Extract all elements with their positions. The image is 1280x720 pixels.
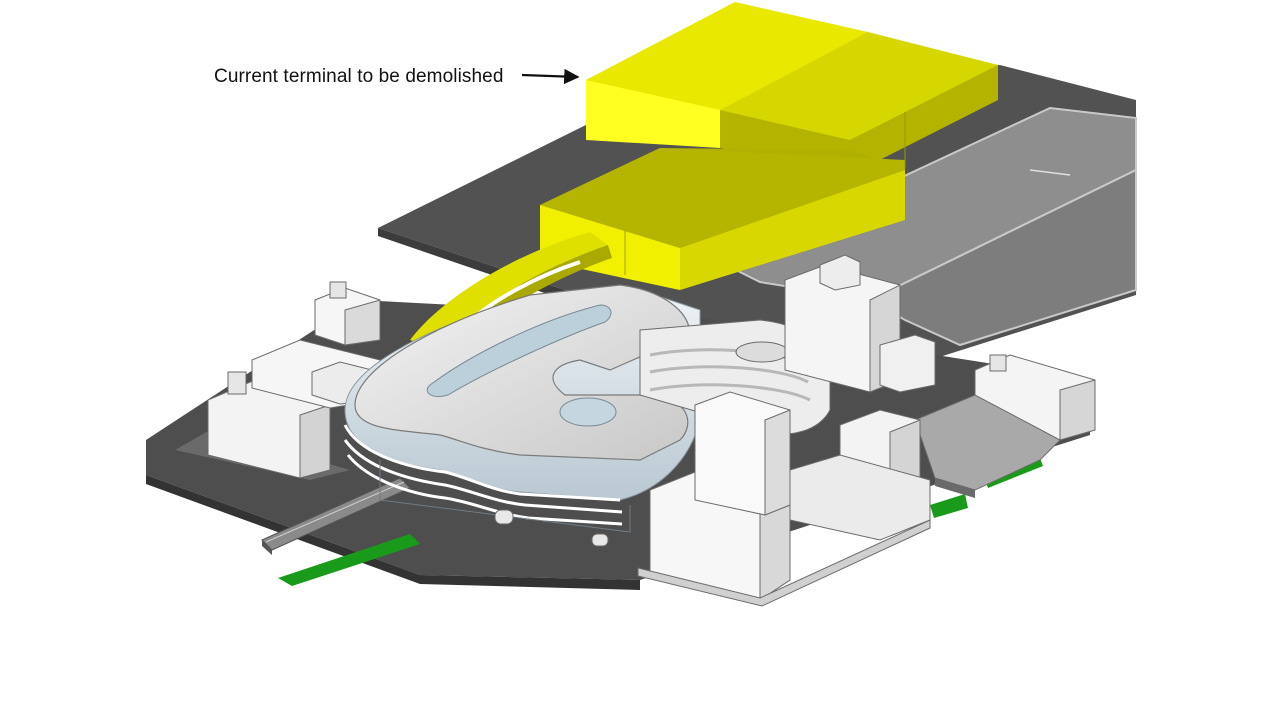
- left-buildings: [207, 281, 381, 479]
- new-terminal-building: [343, 284, 701, 547]
- existing-terminal-block: [540, 2, 998, 290]
- annotation-arrow: [521, 68, 580, 85]
- pedestrian-bridge: [261, 477, 411, 555]
- apron-area: [717, 106, 1137, 347]
- platform-canopy: [914, 394, 1061, 498]
- annotation-label: Current terminal to be demolished: [214, 66, 504, 87]
- front-tower-cluster: [637, 391, 931, 607]
